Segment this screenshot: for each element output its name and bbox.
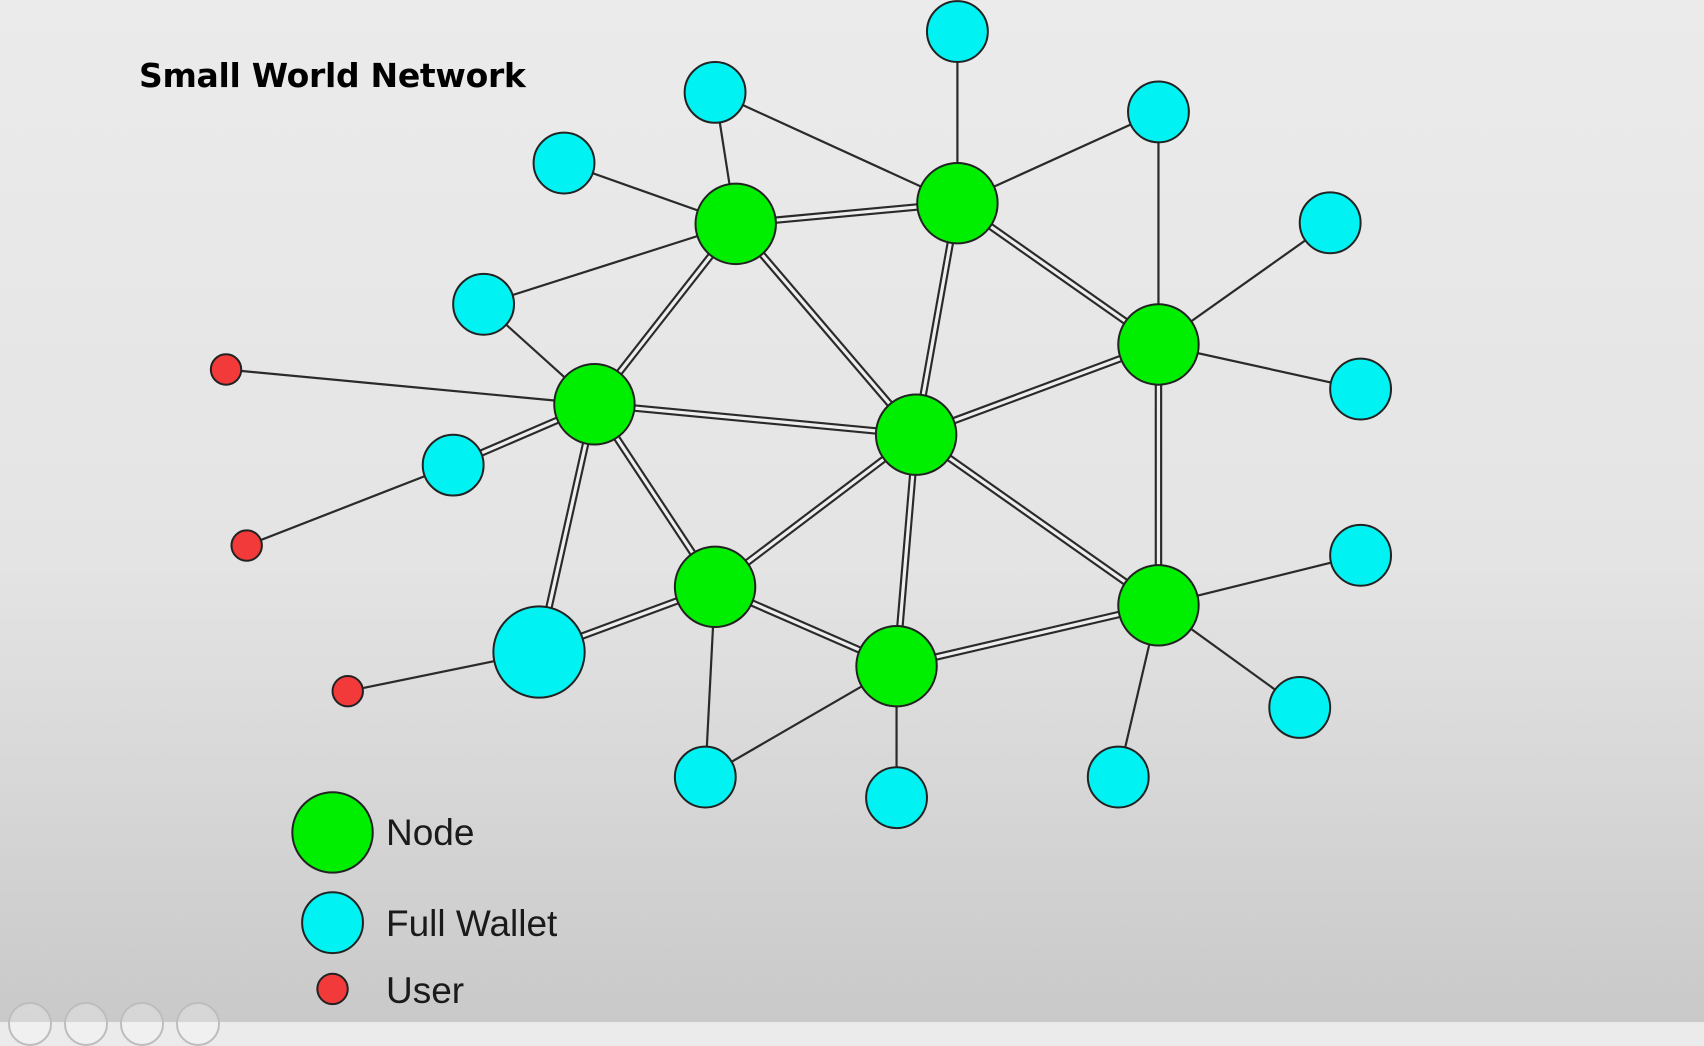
full-wallet-w1 [925,0,989,63]
edge-u2-w8 [246,464,454,547]
nav-prev-button[interactable] [8,1002,52,1046]
full-wallet-w14 [1086,745,1150,809]
edge-w2-n2 [714,91,958,205]
legend-node-marker [291,791,374,874]
legend-marks [291,791,374,1006]
full-wallet-w6 [452,272,516,336]
nav-menu-button[interactable] [64,1002,108,1046]
node-n5 [1117,303,1200,386]
edge-n4-n5 [914,340,1160,439]
full-wallet-w2 [683,60,747,124]
node-n4 [874,393,958,476]
edges-layer [225,31,1361,798]
edge-n4-n6 [712,431,919,590]
nav-pen-button[interactable] [120,1002,164,1046]
legend-full-wallet-marker [301,891,364,955]
full-wallet-w4 [1127,80,1190,144]
edge-w6-n1 [483,222,737,306]
legend-user-marker [316,972,349,1006]
node-n6 [673,545,757,629]
full-wallet-w10 [1329,523,1393,587]
user-u3 [331,674,364,708]
nodes-layer [209,0,1393,830]
full-wallet-w3 [532,131,596,195]
edge-n3-n4 [594,400,917,439]
full-wallet-w5 [1298,191,1362,255]
full-wallet-w7 [1329,357,1393,421]
edge-u1-n3 [225,368,595,406]
edge-n7-n8 [895,601,1160,670]
full-wallet-w13 [865,766,928,830]
node-n8 [1117,564,1200,647]
diagram-title: Small World Network [139,56,526,95]
node-n7 [855,624,938,708]
user-u1 [209,353,243,386]
full-wallet-w11 [1268,676,1332,739]
user-u2 [230,529,263,562]
network-diagram [209,0,1393,1006]
node-n1 [694,182,777,266]
full-wallet-w8 [421,433,485,497]
edge-n4-n8 [913,431,1161,609]
edge-n1-n4 [732,221,919,438]
full-wallet-w9 [492,605,586,699]
legend-label-full-wallet: Full Wallet [386,903,558,944]
node-n2 [916,162,999,245]
legend-label-node: Node [386,812,475,853]
nav-next-button[interactable] [176,1002,220,1046]
node-n3 [553,363,636,446]
diagram-stage: Small World Network Node Full Wallet Use… [8,0,1393,1046]
full-wallet-w12 [673,745,737,809]
legend-label-user: User [386,970,465,1011]
